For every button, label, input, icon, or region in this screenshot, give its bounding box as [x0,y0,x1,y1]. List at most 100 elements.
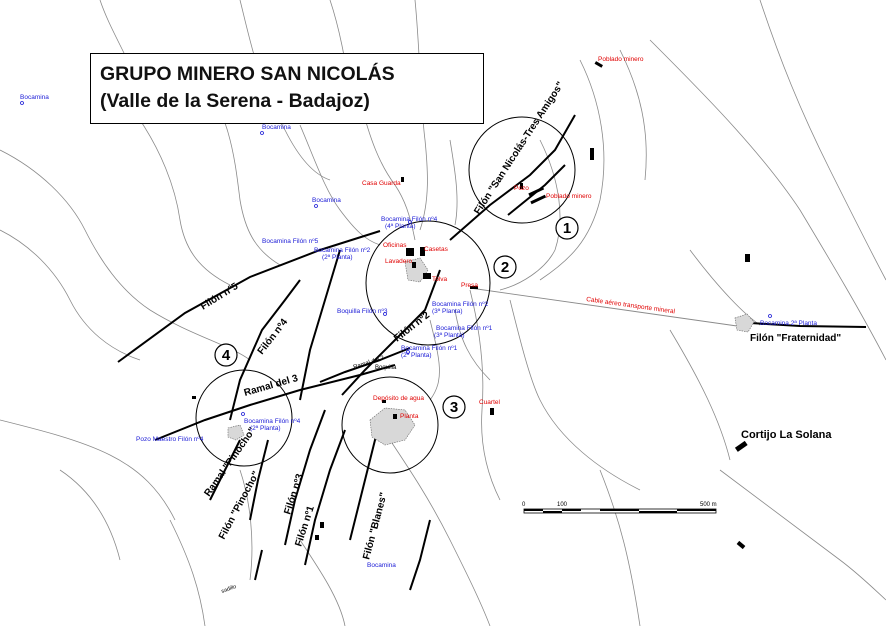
place-label-cortijo: Cortijo La Solana [741,429,832,441]
vein-filon-5 [117,230,381,363]
vein-filon-4 [229,279,301,421]
map-title: GRUPO MINERO SAN NICOLÁS [100,63,395,85]
label-tolva: Tolva [432,276,448,283]
building-planta [393,414,397,419]
label-bocamina-nw: Bocamina [20,94,49,101]
label-bocamina-f1-2a: Bocamina Filón nº1 [401,345,458,352]
vein-san-nicolas-east [507,164,566,216]
zone-badge-1 [555,216,579,240]
vein-label-filon-2: Filón nº2 [392,310,432,345]
building-casetas [420,247,425,256]
label-poblado-mid: Poblado minero [546,193,592,200]
building-south-1 [320,522,324,528]
vein-filon-4-b [299,249,341,401]
label-pozo-maestro: Pozo Maestro Filón nº4 [136,436,204,443]
label-bocamina-bottom: Bocamina [367,562,396,569]
label-cuartel: Cuartel [479,399,501,406]
zone-number-circles [214,216,579,419]
vein-label-blanes: Filón "Blanes" [361,491,390,561]
zone-number-1: 1 [563,220,571,237]
label-casa-guarda: Casa Guarda [362,180,401,187]
scale-bar [523,508,717,514]
vein-blanes [349,419,381,541]
building-poblado-top [594,61,603,68]
building-deposito [382,400,386,403]
zone-circle-2 [365,220,491,346]
label-lavadero: Lavadero [385,258,412,265]
label-presa: Presa [461,282,478,289]
label-planta: Planta [400,413,419,420]
label-boquilla-f3: Boquilla Filón nº3 [337,308,388,315]
mine-entrance-marks [20,101,772,416]
building-poblado-3 [520,183,523,189]
label-pozo: Pozo [514,185,529,192]
vein-label-filon-3: Filón nº3 [282,472,306,516]
zone-badge-3 [442,395,466,419]
vein-fraternidad [749,322,867,328]
label-casetas: Casetas [424,246,449,253]
zone-badge-4 [214,343,238,367]
aerial-cable-line [469,287,745,328]
building-cuartel [490,408,494,415]
building-w-1 [192,396,196,399]
zone-number-3: 3 [450,399,458,416]
label-bocamina-f2-2a-sub: (2ª Planta) [322,254,353,261]
vein-label-ramal-3: Ramal del 3 [243,373,300,399]
vein-ramal-pinocho [209,439,241,501]
vein-filon-1 [304,429,346,566]
building-poblado-2 [530,194,547,205]
scale-label-0: 0 [522,502,526,508]
vein-ramal-2 [319,347,411,383]
label-bocamina-f4-4a: Bocamina Filón nº4 [381,216,438,223]
vein-label-filon-4: Filón nº4 [256,317,291,357]
zone-number-2: 2 [501,259,509,276]
label-boquilla: Boquilla [375,365,397,371]
zone-badge-2 [493,255,517,279]
label-deposito: Depósito de agua [373,395,424,402]
building-casa-guarda [401,177,404,182]
plant-area [369,407,416,446]
building-south-2 [315,535,319,540]
vein-filon-2 [341,269,441,396]
label-bocamina-top: Bocamina [262,124,291,131]
building-south-east [736,540,746,550]
label-bocamina-mid: Bocamina [312,197,341,204]
building-poblado-1 [528,186,545,197]
scale-label-500: 500 m [700,502,717,508]
label-poblado-top: Poblado minero [598,56,644,63]
washer-area [404,257,429,283]
label-cut-bottom: sadillo [221,584,238,595]
fraternidad-area [734,313,755,333]
label-bocamina-f4-4a-sub: (4ª Planta) [385,223,416,230]
label-bocamina-f2-3a-sub: (3ª Planta) [432,308,463,315]
building-east-1 [590,148,594,160]
vein-filon-3 [284,409,326,546]
vein-label-filon-5: Filón nº5 [199,281,241,313]
zone-number-4: 4 [222,347,231,364]
map-title-box: GRUPO MINERO SAN NICOLÁS (Valle de la Se… [90,53,484,124]
pozo-maestro-area [227,424,245,441]
label-bocamina-f1-2a-sub: (2ª Planta) [401,352,432,359]
building-oficinas [406,248,414,256]
vein-label-fraternidad: Filón "Fraternidad" [750,333,841,344]
label-bocamina-f4-2a: Bocamina Filón nº4 [244,418,301,425]
buildings [192,61,750,550]
building-lavadero [412,262,416,268]
label-cable: Cable aéreo transporte mineral [586,296,676,315]
building-east-2 [745,254,750,262]
label-bocamina-f5: Bocamina Filón nº5 [262,238,319,245]
scale-label-100: 100 [557,502,568,508]
label-bocamina-f1-3a: Bocamina Filón nº1 [436,325,493,332]
vein-south-1 [254,549,263,581]
zone-circle-1 [468,116,576,224]
map-subtitle: (Valle de la Serena - Badajoz) [100,90,370,112]
label-bocamina-f4-2a-sub: (2ª Planta) [250,425,281,432]
zone-circles [195,116,576,474]
zone-circle-4 [195,369,293,467]
vein-south-2 [409,519,431,591]
vein-pinocho [249,439,269,521]
zone-circle-3 [341,376,439,474]
label-oficinas: Oficinas [383,242,407,249]
